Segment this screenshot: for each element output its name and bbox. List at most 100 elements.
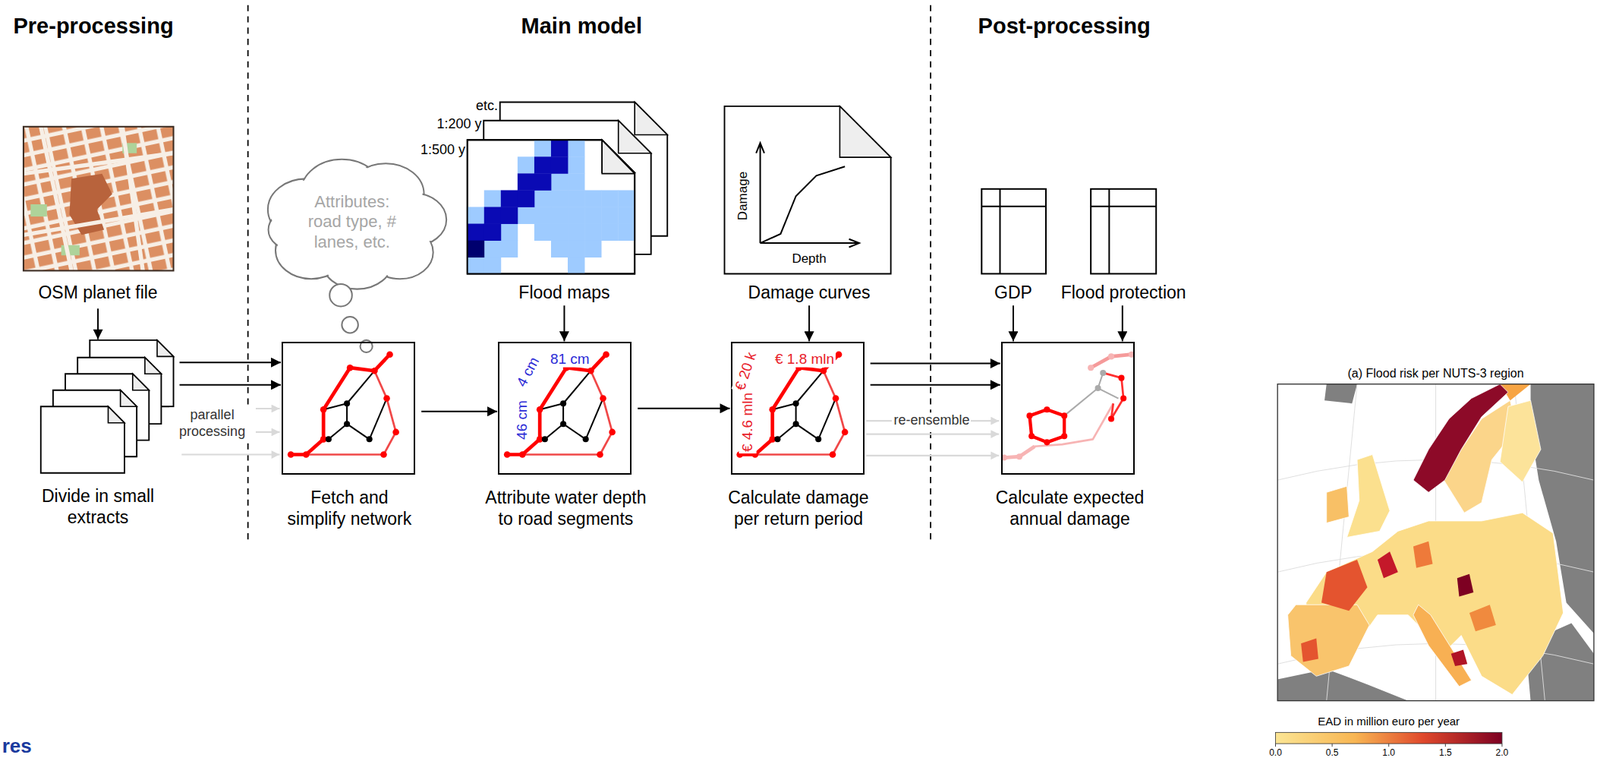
road-segment xyxy=(1004,403,1114,457)
road-node xyxy=(587,367,595,375)
flow-arrow xyxy=(421,410,498,413)
road-segment xyxy=(346,398,387,440)
flood-cell xyxy=(567,257,585,275)
flood-cell xyxy=(567,156,585,174)
road-node xyxy=(793,420,800,427)
road-segment xyxy=(563,370,591,404)
road-node xyxy=(1095,384,1102,391)
map-title: (a) Flood risk per NUTS-3 region xyxy=(1348,365,1525,381)
thought-bubble xyxy=(329,283,353,307)
process-box: Fetch and simplify network xyxy=(281,341,416,475)
flood-cell xyxy=(551,206,568,224)
table-icon: GDP xyxy=(981,188,1046,304)
document-fold xyxy=(839,106,891,158)
cloud-fill xyxy=(288,185,416,260)
road-segment xyxy=(539,403,564,439)
caption: OSM planet file xyxy=(37,282,158,304)
section-heading: Pre-processing xyxy=(12,12,174,39)
document-icon xyxy=(40,406,125,473)
period-label: etc. xyxy=(475,97,498,115)
flow-arrow xyxy=(870,362,1001,365)
road-node xyxy=(1043,406,1050,413)
arrow-note: re-ensemble xyxy=(891,412,971,429)
colorbar-label: EAD in million euro per year xyxy=(1317,714,1460,728)
section-heading: Post-processing xyxy=(978,12,1151,39)
europe-map xyxy=(1277,384,1594,701)
document-stack: Divide in small extracts xyxy=(40,340,174,473)
tick-label: 1.5 xyxy=(1439,746,1452,758)
flood-cell xyxy=(551,223,568,241)
section-heading: Main model xyxy=(521,12,643,39)
caption: Flood protection xyxy=(1061,282,1187,304)
flood-cell xyxy=(584,240,602,258)
thought-bubble xyxy=(341,316,359,334)
document-fold xyxy=(132,373,150,391)
flow-arrow xyxy=(179,384,282,386)
document-stack: Flood mapsetc.1:200 y1:500 y xyxy=(467,101,668,303)
flood-cell xyxy=(500,189,518,207)
road-node xyxy=(835,350,843,358)
flood-cell xyxy=(517,156,535,174)
flow-arrow xyxy=(808,305,810,341)
road-node xyxy=(1016,453,1023,460)
road-node xyxy=(820,367,828,375)
thought-cloud xyxy=(267,159,447,353)
flood-cell xyxy=(617,206,635,224)
caption: Divide in small extracts xyxy=(31,485,165,528)
document-fold xyxy=(618,120,652,154)
road-segment xyxy=(1029,409,1065,442)
flow-arrow xyxy=(1012,305,1015,341)
process-box: Calculate expected annual damage xyxy=(1001,341,1135,475)
flood-cell xyxy=(567,206,585,224)
flood-cell xyxy=(500,240,518,258)
flood-cell xyxy=(567,240,585,258)
process-box: Attribute water depth to road segments4 … xyxy=(497,341,632,475)
document-fold xyxy=(634,101,668,135)
flow-arrow xyxy=(637,407,730,410)
tick-label: 0.0 xyxy=(1269,746,1282,758)
road-node xyxy=(774,435,781,442)
road-node xyxy=(602,350,610,358)
flood-cell xyxy=(551,189,568,207)
road-segment xyxy=(772,403,797,439)
road-node xyxy=(302,450,310,458)
thought-cloud: Attributes: road type, # lanes, etc. xyxy=(267,168,437,276)
table-icon: Flood protection xyxy=(1090,188,1156,304)
road-node xyxy=(829,450,837,458)
road-node xyxy=(1026,412,1033,419)
tick-label: 0.5 xyxy=(1325,746,1339,758)
document-fold xyxy=(157,340,174,357)
road-node xyxy=(1099,369,1106,376)
depth-label: 81 cm xyxy=(548,349,592,368)
flood-cell xyxy=(517,189,535,207)
tick-label: 2.0 xyxy=(1496,746,1509,758)
flow-arrow xyxy=(1121,305,1124,341)
cost-label: € 4.6 mln xyxy=(738,390,756,454)
depth-label: 46 cm xyxy=(513,398,531,441)
flood-cell xyxy=(467,223,485,241)
flood-cell xyxy=(500,223,518,241)
road-node xyxy=(1061,432,1068,439)
flood-cell xyxy=(534,206,552,224)
road-node xyxy=(560,400,567,407)
arrow-note: parallel processing xyxy=(169,406,256,440)
cost-label: € 20 k xyxy=(731,348,762,394)
flood-cell xyxy=(601,223,618,241)
caption: Calculate expected annual damage xyxy=(989,487,1151,530)
flow-arrow xyxy=(97,308,99,339)
road-segment xyxy=(563,398,603,440)
period-label: 1:500 y xyxy=(420,141,466,159)
flood-cell xyxy=(584,189,602,207)
caption: Attribute water depth to road segments xyxy=(478,487,652,530)
flood-cell xyxy=(467,206,485,224)
road-segment xyxy=(796,370,824,404)
road-node xyxy=(325,435,332,442)
document-icon xyxy=(724,106,892,275)
tick-label: 1.0 xyxy=(1382,746,1396,758)
flow-arrow xyxy=(563,305,565,341)
road-node xyxy=(386,350,394,358)
road-node xyxy=(582,435,589,442)
document-fold xyxy=(120,390,138,407)
